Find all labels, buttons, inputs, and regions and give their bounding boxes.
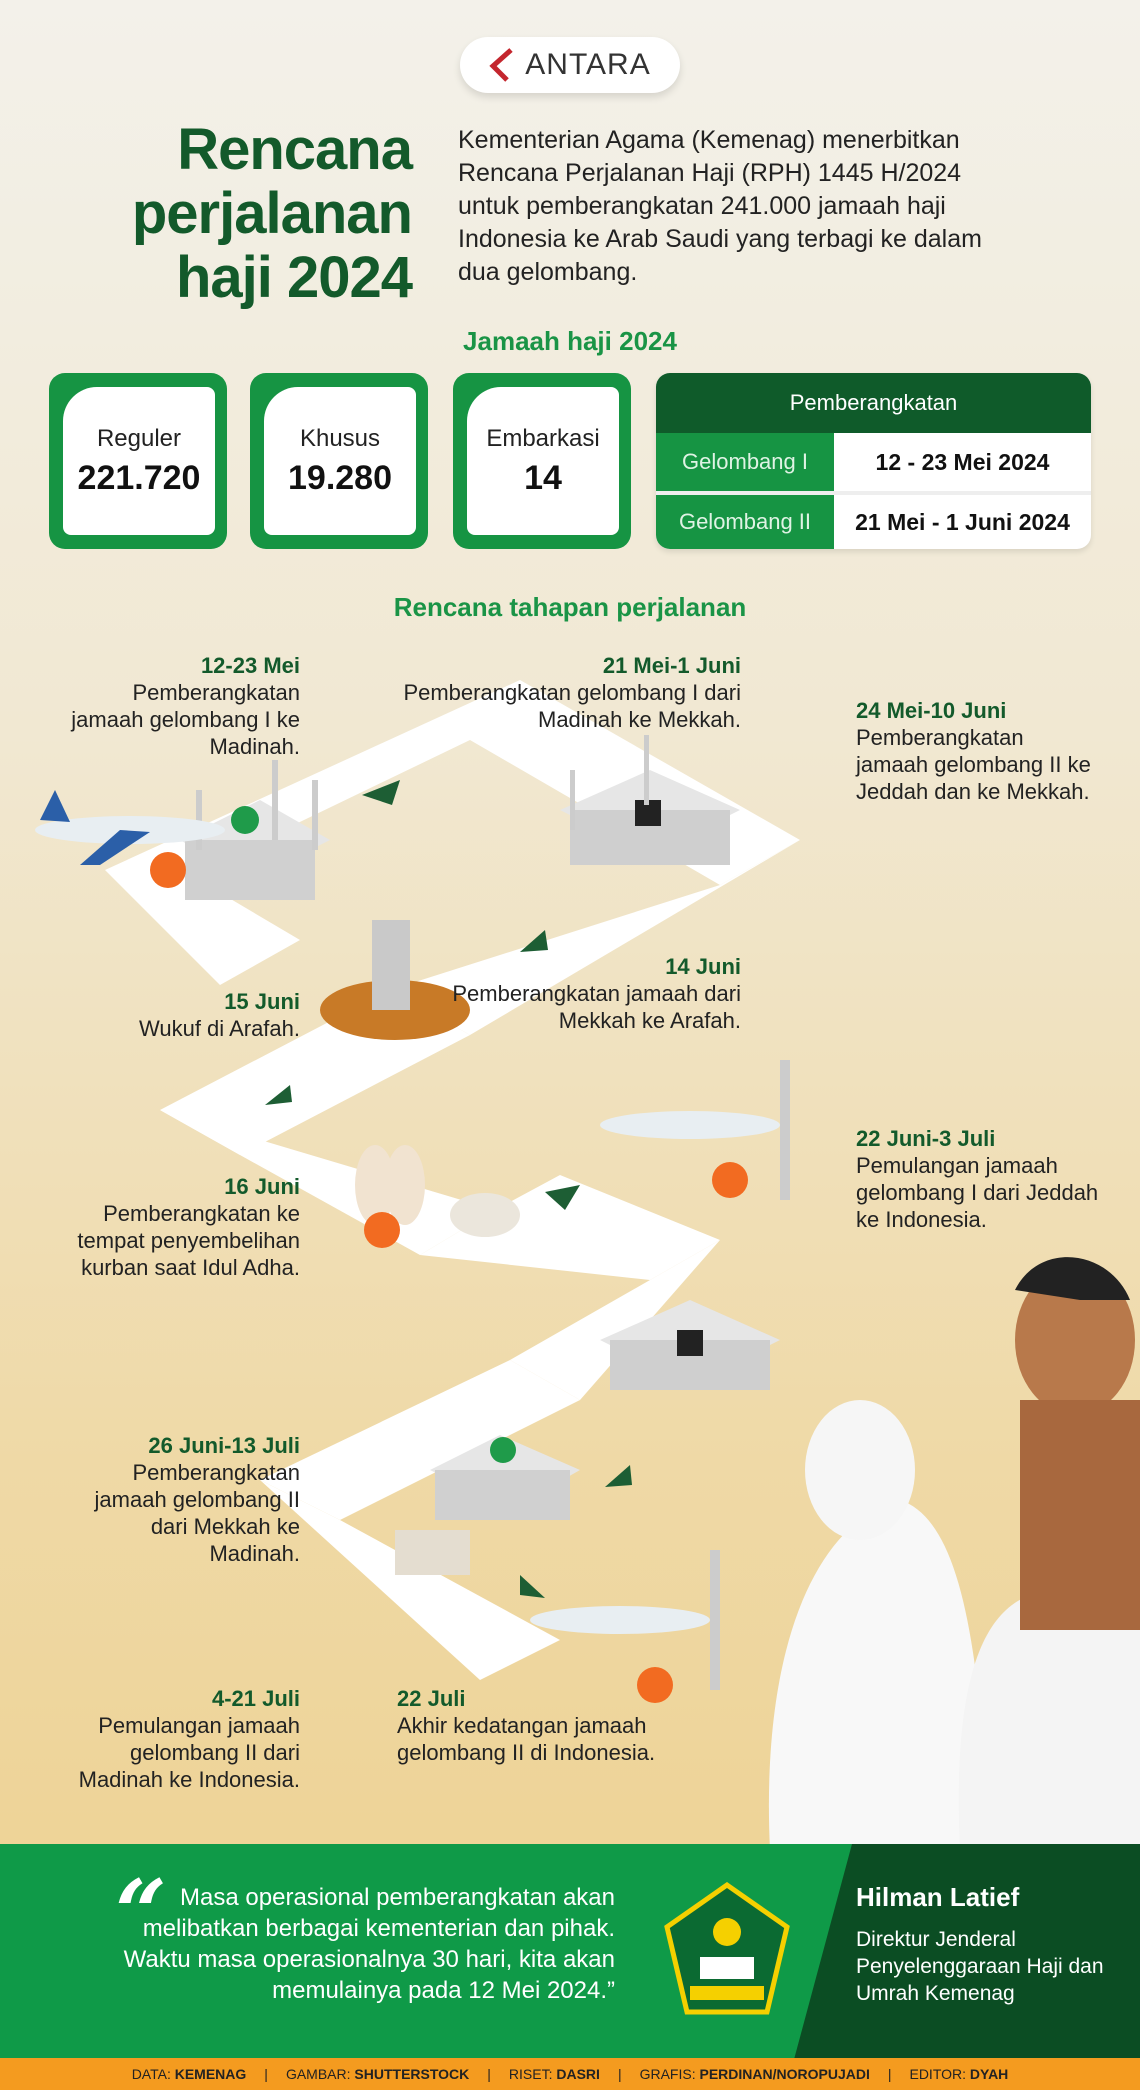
stage-text: Pemulangan jamaah gelombang II dari Madi… — [78, 1713, 300, 1792]
page-title: Rencana perjalanan haji 2024 — [40, 117, 413, 310]
stage-text: Pemulangan jamaah gelombang I dari Jedda… — [856, 1153, 1099, 1232]
jabal-rahmah-icon — [320, 920, 470, 1040]
location-pin-icon — [150, 852, 186, 888]
stat-label: Khusus — [299, 424, 381, 452]
mosque-madinah-2-icon — [395, 1435, 580, 1575]
stat-value: 19.280 — [288, 458, 392, 497]
stat-label: Embarkasi — [486, 424, 600, 452]
stage-text: Pemberangkatan jamaah gelombang I ke Mad… — [71, 680, 300, 759]
stage-date: 22 Juli — [397, 1686, 466, 1711]
brand-name: ANTARA — [525, 48, 651, 81]
stage-text: Pemberangkatan gelombang I dari Madinah … — [403, 680, 741, 732]
plane-jeddah-icon — [600, 1060, 790, 1200]
stages-heading: Rencana tahapan perjalanan — [393, 592, 747, 622]
quote-text: Masa operasional pemberangkatan akan mel… — [123, 1884, 615, 2004]
credit-editor: EDITOR: DYAH — [909, 2066, 1009, 2082]
credits-footer: DATA: KEMENAG| GAMBAR: SHUTTERSTOCK| RIS… — [0, 2058, 1140, 2090]
wave-label: Gelombang II — [656, 495, 834, 549]
departure-table-header: Pemberangkatan — [656, 373, 1091, 433]
kaaba-mekkah-icon — [560, 735, 740, 865]
credit-graphics: GRAFIS: PERDINAN/NOROPUJADI — [639, 2066, 870, 2082]
journey-path-illustration — [35, 680, 1140, 1850]
stat-card-reguler: Reguler 221.720 — [49, 373, 227, 549]
wave-dates: 21 Mei - 1 Juni 2024 — [855, 508, 1070, 535]
stat-value: 221.720 — [77, 458, 201, 497]
plane-icon — [35, 790, 225, 865]
speaker-name: Hilman Latief — [856, 1882, 1020, 1912]
stat-label: Reguler — [96, 424, 182, 452]
intro-description: Kementerian Agama (Kemenag) menerbitkan … — [458, 126, 982, 286]
stat-card-embarkasi: Embarkasi 14 — [453, 373, 631, 549]
credit-image: GAMBAR: SHUTTERSTOCK — [285, 2066, 470, 2082]
isometric-path — [105, 680, 800, 1680]
stage-date: 24 Mei-10 Juni — [856, 698, 1007, 723]
stage-date: 12-23 Mei — [200, 653, 300, 678]
pilgrims-sheep-icon — [355, 1145, 520, 1248]
wave-label: Gelombang I — [656, 433, 834, 491]
title-line: Rencana — [177, 117, 413, 182]
stage-date: 16 Juni — [224, 1174, 300, 1199]
stage-date: 22 Juni-3 Juli — [856, 1126, 996, 1151]
stage-text: Pemberangkatan jamaah dari Mekkah ke Ara… — [452, 981, 741, 1033]
stage-text: Pemberangkatan jamaah gelombang II ke Je… — [856, 725, 1091, 804]
stage-date: 26 Juni-13 Juli — [148, 1433, 300, 1458]
stage-text: Akhir kedatangan jamaah gelombang II di … — [397, 1713, 656, 1765]
title-line: haji 2024 — [175, 245, 413, 310]
credit-research: RISET: DASRI — [508, 2066, 600, 2082]
mosque-madinah-icon — [180, 760, 330, 900]
credit-data: DATA: KEMENAG — [131, 2066, 247, 2082]
stage-date: 15 Juni — [224, 989, 300, 1014]
stage-date: 14 Juni — [665, 954, 741, 979]
quote-band-dark — [794, 1844, 1140, 2058]
stats-heading: Jamaah haji 2024 — [463, 326, 677, 356]
plane-return-icon — [530, 1550, 720, 1703]
stage-text: Pemberangkatan jamaah gelombang II dari … — [94, 1460, 300, 1566]
departure-table: Pemberangkatan Gelombang I 12 - 23 Mei 20… — [656, 373, 1091, 549]
stat-card-khusus: Khusus 19.280 — [250, 373, 428, 549]
wave-dates: 12 - 23 Mei 2024 — [875, 448, 1050, 475]
stage-text: Wukuf di Arafah. — [138, 1016, 300, 1041]
antara-logo-icon — [489, 48, 513, 82]
quote-mark-icon: “ — [115, 1860, 167, 1966]
departure-row: Gelombang I 12 - 23 Mei 2024 — [656, 433, 1091, 491]
praying-pilgrims-illustration — [768, 1257, 1140, 1850]
departure-row: Gelombang II 21 Mei - 1 Juni 2024 — [656, 491, 1091, 549]
stage-date: 21 Mei-1 Juni — [602, 653, 741, 678]
kaaba-mekkah-2-icon — [600, 1300, 780, 1390]
stat-value: 14 — [524, 458, 562, 497]
stage-text: Pemberangkatan ke tempat penyembelihan k… — [77, 1201, 300, 1280]
antara-logo: ANTARA — [460, 37, 680, 93]
kemenag-seal-icon — [664, 1882, 790, 2015]
stage-date: 4-21 Juli — [211, 1686, 300, 1711]
title-line: perjalanan — [131, 181, 413, 246]
speaker-role: Direktur Jenderal Penyelenggaraan Haji d… — [856, 1928, 1104, 2005]
direction-arrows — [265, 780, 632, 1598]
